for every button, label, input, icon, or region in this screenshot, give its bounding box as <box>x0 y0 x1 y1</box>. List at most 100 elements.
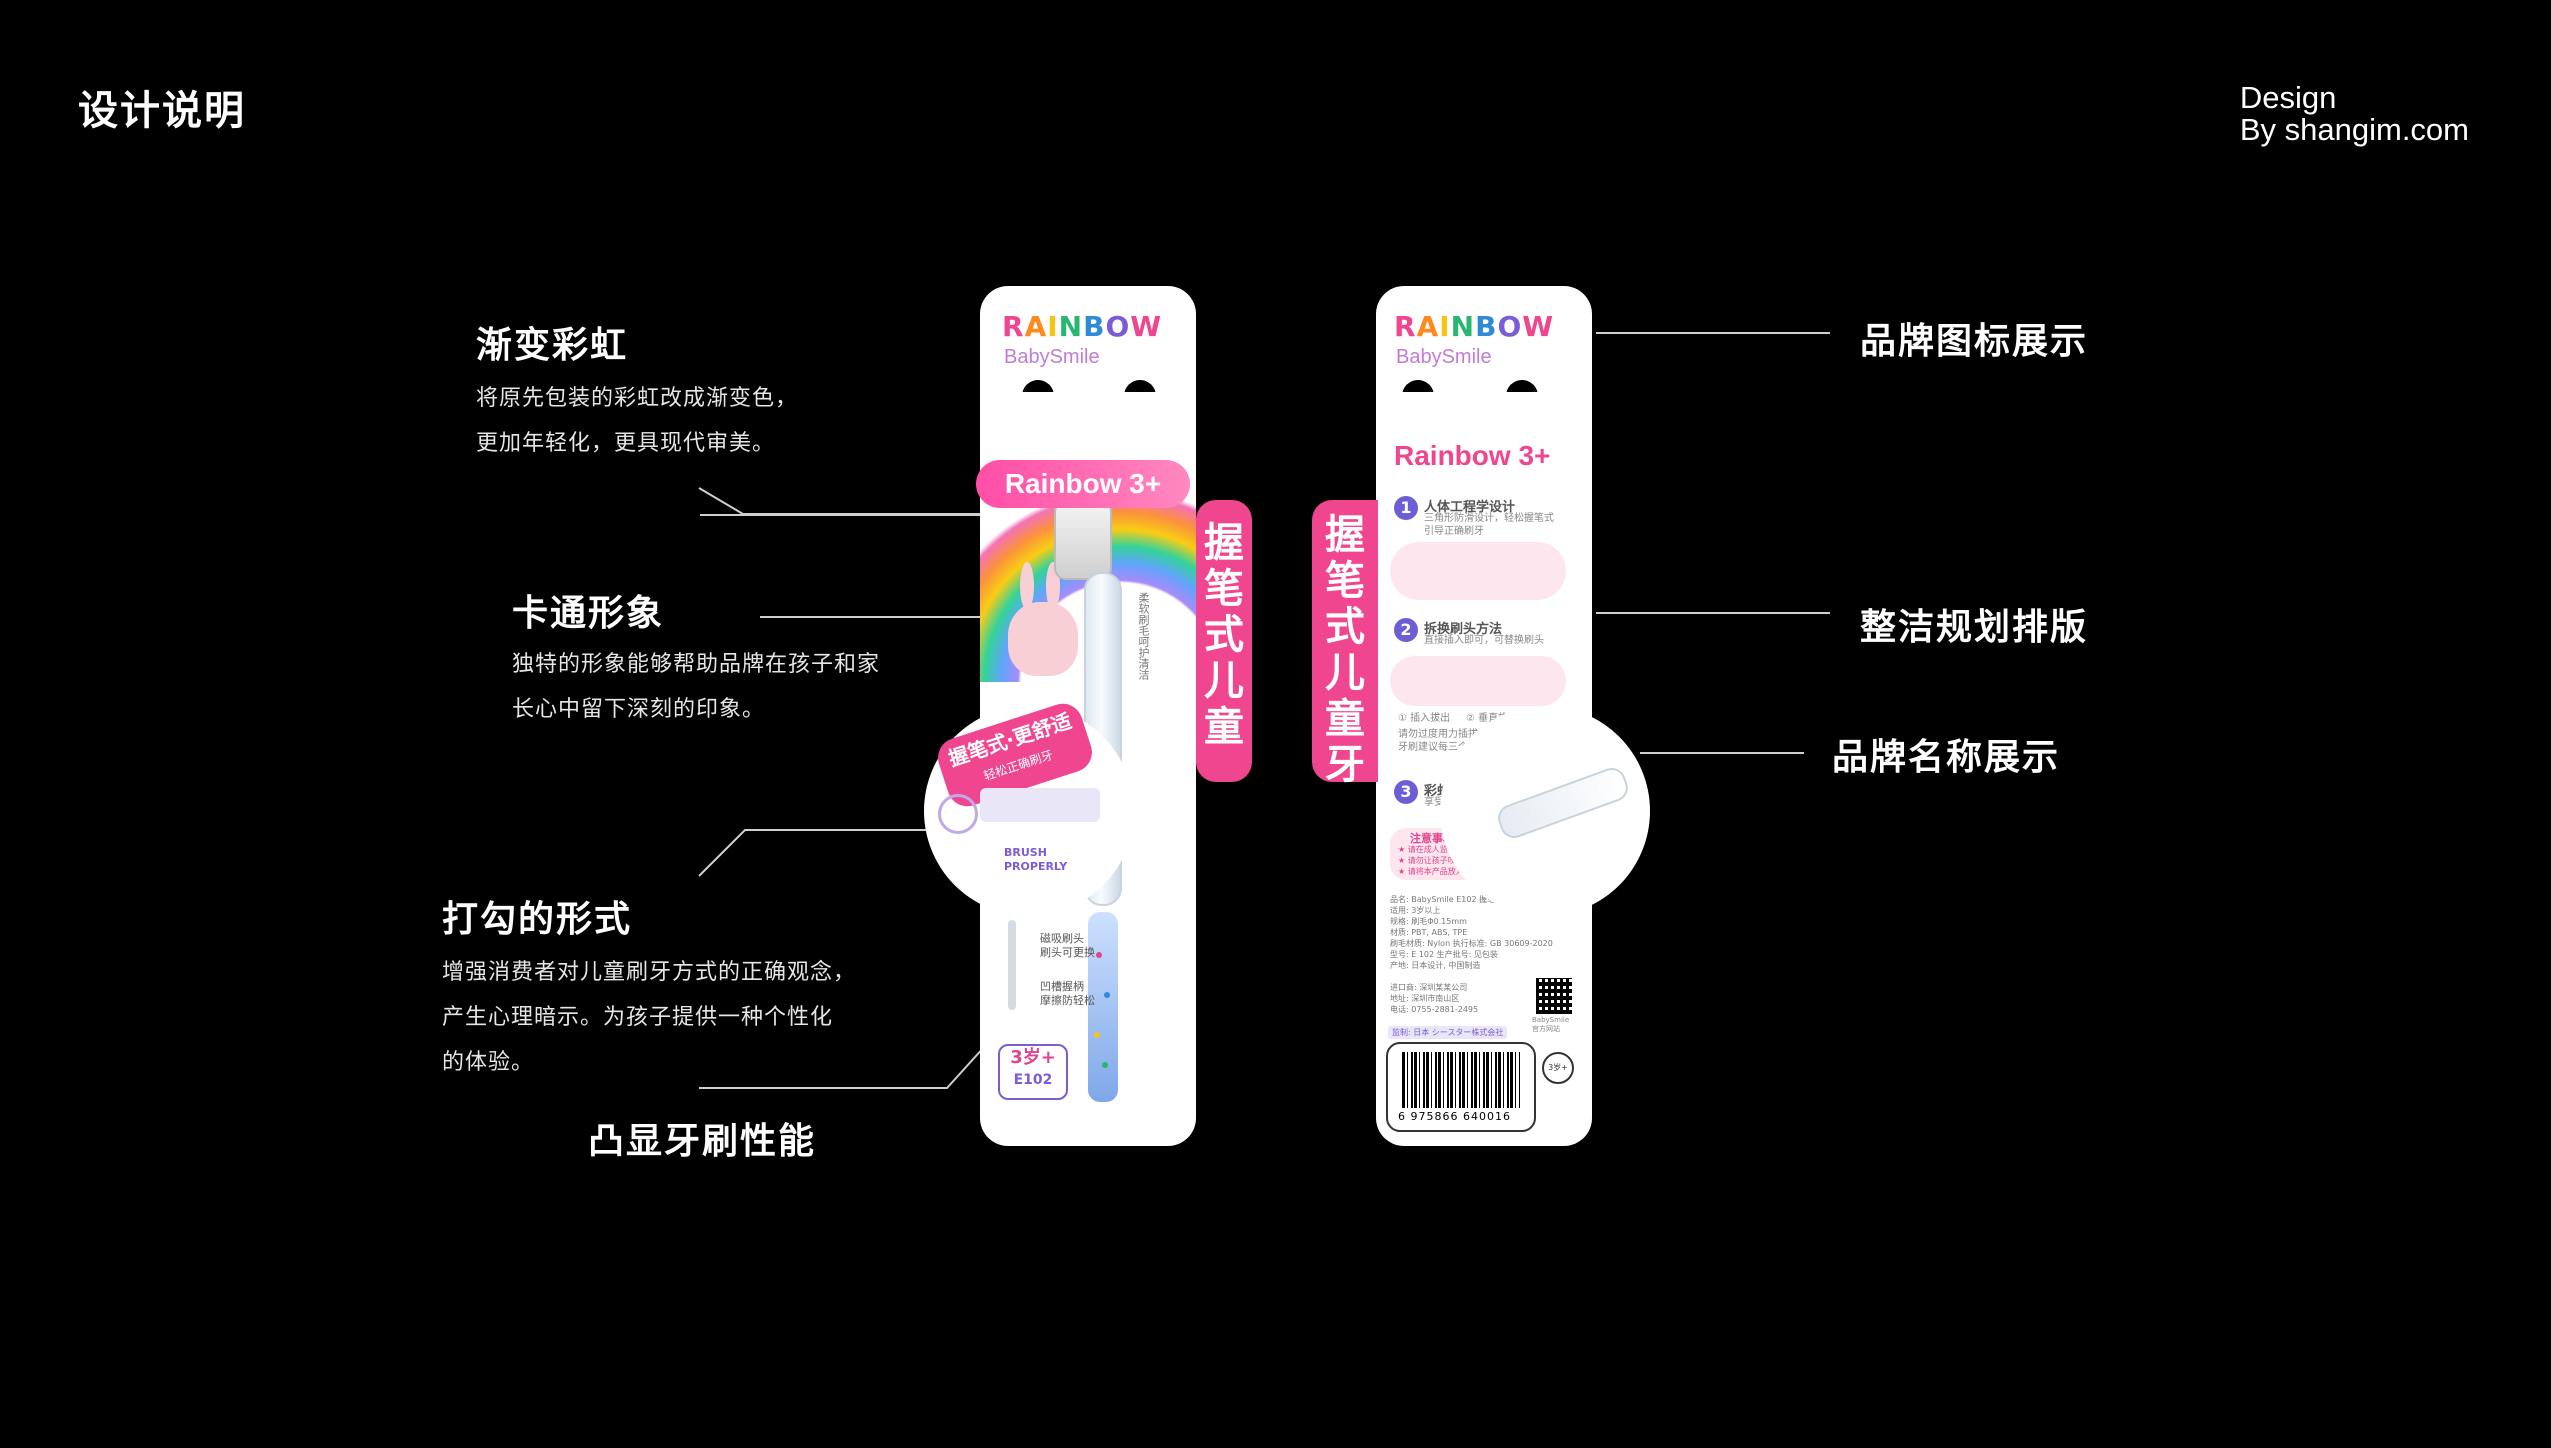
spec-line: 品名: BabySmile E102 握笔式儿童牙刷 <box>1390 895 1536 904</box>
annotation-line: 将原先包装的彩虹改成渐变色， <box>476 386 799 411</box>
feature-text: 摩擦防轻松 <box>1040 994 1095 1007</box>
annotation-line: 长心中留下深刻的印象。 <box>512 697 766 722</box>
brand-name: BabySmile <box>1004 346 1100 368</box>
front-side-tab: 握 笔 式 儿 童 <box>1196 500 1252 782</box>
annotation-line: 独特的形象能够帮助品牌在孩子和家 <box>512 652 881 677</box>
step-desc-line: 三角形防滑设计，轻松握笔式 <box>1424 513 1554 524</box>
side-tab-char: 式 <box>1204 612 1244 658</box>
side-tab-char: 童 <box>1204 704 1244 750</box>
step-number: 3 <box>1394 780 1418 804</box>
spec-line: 型号: E 102 生产批号: 见包装 <box>1390 950 1498 959</box>
brand-name: BabySmile <box>1396 346 1492 368</box>
side-tab-char: 儿 <box>1204 658 1244 704</box>
leader-line-svg <box>698 829 991 877</box>
spec-line: 刷毛材质: Nylon 执行标准: GB 30609-2020 <box>1390 939 1553 948</box>
barcode <box>1402 1052 1520 1108</box>
credit-line-2: By shangim.com <box>2239 112 2469 147</box>
annotation-heading-cartoon: 卡通形象 <box>512 593 665 634</box>
back-side-tab: 握 笔 式 儿 童 牙 <box>1312 500 1378 788</box>
bunny-ear <box>1020 562 1034 610</box>
annotation-heading-brand-name: 品牌名称展示 <box>1832 737 2061 778</box>
back-logo-card: RAINBOW BabySmile <box>1376 286 1592 396</box>
logo-wordmark: RAINBOW <box>1394 310 1555 343</box>
bunny-cartoon <box>1008 602 1078 676</box>
side-tab-char: 握 <box>1325 512 1365 558</box>
age-text: 3岁+ <box>1010 1047 1056 1068</box>
back-model-title: Rainbow 3+ <box>1394 440 1551 471</box>
feature-text: 磁吸刷头 <box>1040 932 1084 945</box>
side-tab-char: 握 <box>1204 520 1244 566</box>
notice-item: ★ 请勿让孩子咬嚼或嚼刷毛 <box>1398 856 1496 865</box>
annotation-text-cartoon: 独特的形象能够帮助品牌在孩子和家 长心中留下深刻的印象。 <box>512 642 880 732</box>
step-desc-line: 引导正确刷牙 <box>1424 526 1484 537</box>
step-title: 拆换刷头方法 <box>1424 622 1503 637</box>
company-line: 地址: 深圳市南山区 <box>1390 994 1460 1003</box>
step2-note: ② 垂直旋转 <box>1466 713 1519 724</box>
spec-line: 规格: 刷毛Φ0.15mm <box>1390 917 1467 926</box>
annotation-heading-checkmark: 打勾的形式 <box>442 899 633 940</box>
step-number: 1 <box>1394 496 1418 520</box>
notice-item: ★ 请在成人监护下使用 <box>1398 845 1480 854</box>
spec-line: 产地: 日本设计, 中国制造 <box>1390 961 1481 970</box>
side-tab-char: 童 <box>1325 696 1365 742</box>
specs-block: 品名: BabySmile E102 握笔式儿童牙刷 适用: 3岁以上 规格: … <box>1390 894 1553 971</box>
annotation-text-gradient-rainbow: 将原先包装的彩虹改成渐变色， 更加年轻化，更具现代审美。 <box>476 376 798 466</box>
brush-grip <box>1088 912 1118 1102</box>
side-tab-char: 儿 <box>1325 650 1365 696</box>
side-tab-char: 笔 <box>1204 566 1244 612</box>
annotation-line: 增强消费者对儿童刷牙方式的正确观念， <box>442 960 857 985</box>
notice-item: ★ 请将本产品放入原包装 <box>1398 867 1488 876</box>
vertical-feature-text: 柔软刷毛呵护清洁 <box>1137 592 1150 680</box>
step-desc: 直接插入即可，可替换刷头 <box>1424 635 1544 646</box>
company-line: 进口商: 深圳某某公司 <box>1390 983 1468 992</box>
model-pill: Rainbow 3+ <box>976 460 1190 508</box>
annotation-line: 更加年轻化，更具现代审美。 <box>476 431 776 456</box>
logo-wordmark: RAINBOW <box>1002 310 1163 343</box>
age-badge-small: 3岁+ <box>1542 1052 1574 1084</box>
brush-properly-line: BRUSH <box>1004 846 1047 859</box>
spec-line: 材质: PBT, ABS, TPE <box>1390 928 1468 937</box>
annotation-heading-brand-icon: 品牌图标展示 <box>1860 321 2089 362</box>
brush-properly-line: PROPERLY <box>1004 860 1068 873</box>
feature-text: 刷头可更换 <box>1040 946 1095 959</box>
step-number: 2 <box>1394 618 1418 642</box>
origin-tag: 监制: 日本 シースター株式会社 <box>1388 1026 1508 1039</box>
credit-line-1: Design <box>2239 80 2337 115</box>
glitter-dot <box>1102 1062 1108 1068</box>
annotation-text-checkmark: 增强消费者对儿童刷牙方式的正确观念， 产生心理暗示。为孩子提供一种个性化 的体验… <box>442 950 856 1085</box>
brush-properly-label: BRUSH PROPERLY <box>1004 846 1067 874</box>
leader-line-svg <box>699 1045 986 1089</box>
page-title: 设计说明 <box>78 88 246 134</box>
step-desc: 三角形防滑设计，轻松握笔式 引导正确刷牙 <box>1424 512 1554 538</box>
glitter-dot <box>1096 952 1102 958</box>
side-tab-char: 牙 <box>1325 742 1365 788</box>
annotation-heading-performance: 凸显牙刷性能 <box>588 1121 817 1162</box>
brush-head <box>1054 500 1112 580</box>
glitter-dot <box>1104 992 1110 998</box>
feature-text: 凹槽握柄 <box>1040 980 1084 993</box>
front-logo-card: RAINBOW BabySmile <box>980 286 1196 396</box>
company-line: 电话: 0755-2881-2495 <box>1390 1005 1479 1014</box>
glitter-dot <box>1094 1032 1100 1038</box>
leader-line-svg <box>698 487 991 515</box>
side-tab-char: 笔 <box>1325 558 1365 604</box>
annotation-heading-layout: 整洁规划排版 <box>1860 607 2089 648</box>
age-badge: 3岁+ E102 <box>998 1044 1068 1100</box>
notice-list: ★ 请在成人监护下使用 ★ 请勿让孩子咬嚼或嚼刷毛 ★ 请将本产品放入原包装 <box>1398 844 1496 877</box>
company-block: 进口商: 深圳某某公司 地址: 深圳市南山区 电话: 0755-2881-249… <box>1390 982 1478 1015</box>
step1-illustration <box>1390 542 1566 600</box>
leader-line <box>1596 332 1830 334</box>
credit: Design By shangim.com <box>2240 82 2469 146</box>
mini-brush-icon <box>1008 920 1016 1010</box>
qr-label: BabySmile 官方网站 <box>1532 1016 1570 1033</box>
step2-note: ① 插入拔出 <box>1398 713 1451 724</box>
barcode-number: 6 975866 640016 <box>1398 1110 1511 1123</box>
barcode-box: 6 975866 640016 <box>1386 1042 1536 1132</box>
annotation-line: 的体验。 <box>442 1050 535 1075</box>
step-title: 人体工程学设计 <box>1424 500 1516 515</box>
annotation-heading-gradient-rainbow: 渐变彩虹 <box>476 325 629 366</box>
leader-line <box>1596 612 1830 614</box>
leader-line <box>760 616 992 618</box>
leader-line <box>1640 752 1804 754</box>
step2-illustration <box>1390 656 1566 706</box>
